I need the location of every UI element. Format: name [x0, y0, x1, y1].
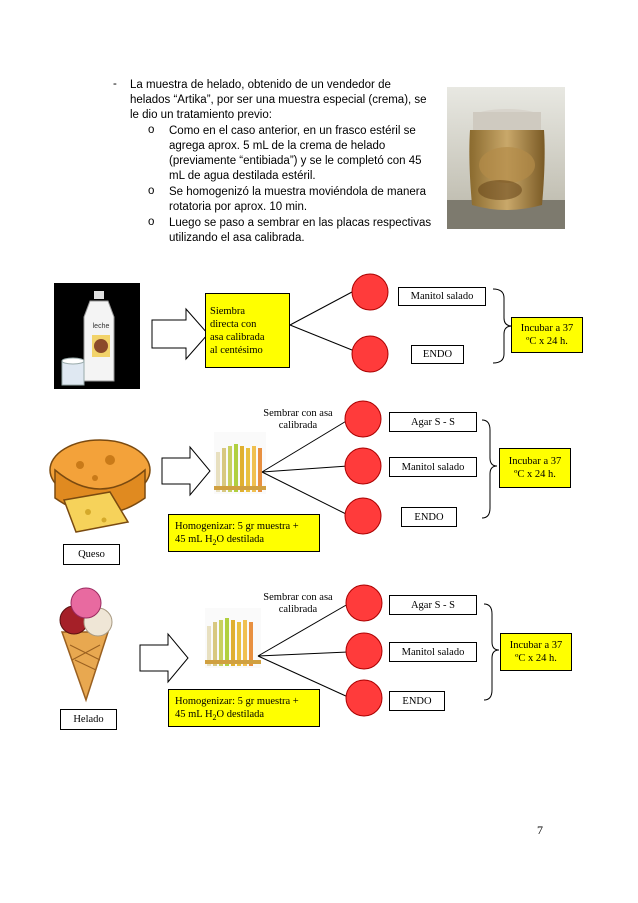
homog-line-2: 45 mL H2O destilada — [175, 533, 313, 549]
incubate-box: Incubar a 37 ºC x 24 h. — [511, 317, 583, 353]
homog-text: O destilada — [216, 709, 265, 720]
arrow-right-icon — [161, 445, 211, 497]
homogenize-box: Homogenizar: 5 gr muestra + 45 mL H2O de… — [168, 514, 320, 552]
medium-label-endo: ENDO — [389, 691, 445, 711]
queso-label: Queso — [63, 544, 120, 565]
homog-text: 45 mL H — [175, 709, 213, 720]
homog-subscript: 2 — [212, 713, 217, 723]
homogenize-box: Homogenizar: 5 gr muestra + 45 mL H2O de… — [168, 689, 320, 727]
culture-plate — [351, 335, 389, 373]
sub-item-2: Se homogenizó la muestra moviéndola de m… — [169, 185, 439, 215]
sub-item-1: Como en el caso anterior, en un frasco e… — [169, 124, 439, 184]
sub-item-line: rotatoria por aprox. 10 min. — [169, 201, 308, 213]
tube-rack-icon — [205, 608, 261, 668]
intro-line: le dio un tratamiento previo: — [130, 109, 272, 121]
medium-label-agar-ss: Agar S - S — [389, 595, 477, 615]
siembra-line: Siembra — [210, 306, 245, 317]
medium-label-manitol-salado: Manitol salado — [398, 287, 486, 306]
culture-plate — [345, 679, 383, 717]
sub-item-line: Como en el caso anterior, en un frasco e… — [169, 125, 416, 137]
sub-item-line: Se homogenizó la muestra moviéndola de m… — [169, 186, 426, 198]
sembrar-label: Sembrar con asa calibrada — [263, 408, 333, 431]
medium-label-manitol-salado: Manitol salado — [389, 457, 477, 477]
helado-label: Helado — [60, 709, 117, 730]
medium-label-manitol-salado: Manitol salado — [389, 642, 477, 662]
milk-carton-label: leche — [92, 323, 110, 330]
brace-icon — [492, 288, 513, 364]
arrow-right-icon — [139, 632, 189, 684]
sub-bullet: o — [148, 124, 155, 136]
sembrar-label: Sembrar con asa calibrada — [263, 592, 333, 615]
tube-rack-icon — [214, 432, 266, 494]
siembra-directa-box: Siembra directa con asa calibrada al cen… — [205, 293, 290, 368]
homog-line-2: 45 mL H2O destilada — [175, 708, 313, 724]
homog-text: 45 mL H — [175, 534, 213, 545]
intro-line: La muestra de helado, obtenido de un ven… — [130, 79, 391, 91]
page-number: 7 — [537, 823, 543, 837]
sub-item-line: agrega aprox. 5 mL de la crema de helado — [169, 140, 386, 152]
medium-label-endo: ENDO — [411, 345, 464, 364]
sub-item-line: mL de agua destilada estéril. — [169, 170, 316, 182]
culture-plate — [351, 273, 389, 311]
brace-icon — [483, 603, 500, 701]
medium-label-endo: ENDO — [401, 507, 457, 527]
leche-illustration: leche — [54, 283, 140, 389]
sub-bullet: o — [148, 185, 155, 197]
brace-icon — [481, 419, 498, 519]
incubate-box: Incubar a 37 ºC x 24 h. — [499, 448, 571, 488]
sub-item-line: Luego se paso a sembrar en las placas re… — [169, 217, 432, 229]
intro-paragraph: La muestra de helado, obtenido de un ven… — [130, 78, 440, 123]
homog-line-1: Homogenizar: 5 gr muestra + — [175, 696, 299, 707]
siembra-line: directa con — [210, 319, 257, 330]
culture-plate — [344, 497, 382, 535]
homog-subscript: 2 — [212, 538, 217, 548]
siembra-line: asa calibrada — [210, 332, 265, 343]
sub-item-line: (previamente “entibiada”) y se le comple… — [169, 155, 422, 167]
sub-item-3: Luego se paso a sembrar en las placas re… — [169, 216, 439, 246]
arrow-right-icon — [151, 307, 209, 361]
medium-label-agar-ss: Agar S - S — [389, 412, 477, 432]
intro-line: helados “Artika”, por ser una muestra es… — [130, 94, 427, 106]
culture-plate — [345, 584, 383, 622]
siembra-line: al centésimo — [210, 345, 263, 356]
homog-line-1: Homogenizar: 5 gr muestra + — [175, 521, 299, 532]
dash-bullet: - — [113, 78, 117, 90]
homog-text: O destilada — [216, 534, 265, 545]
sub-item-line: utilizando el asa calibrada. — [169, 232, 305, 244]
culture-plate — [344, 447, 382, 485]
culture-plate — [345, 632, 383, 670]
sub-bullet: o — [148, 216, 155, 228]
incubate-box: Incubar a 37 ºC x 24 h. — [500, 633, 572, 671]
culture-plate — [344, 400, 382, 438]
